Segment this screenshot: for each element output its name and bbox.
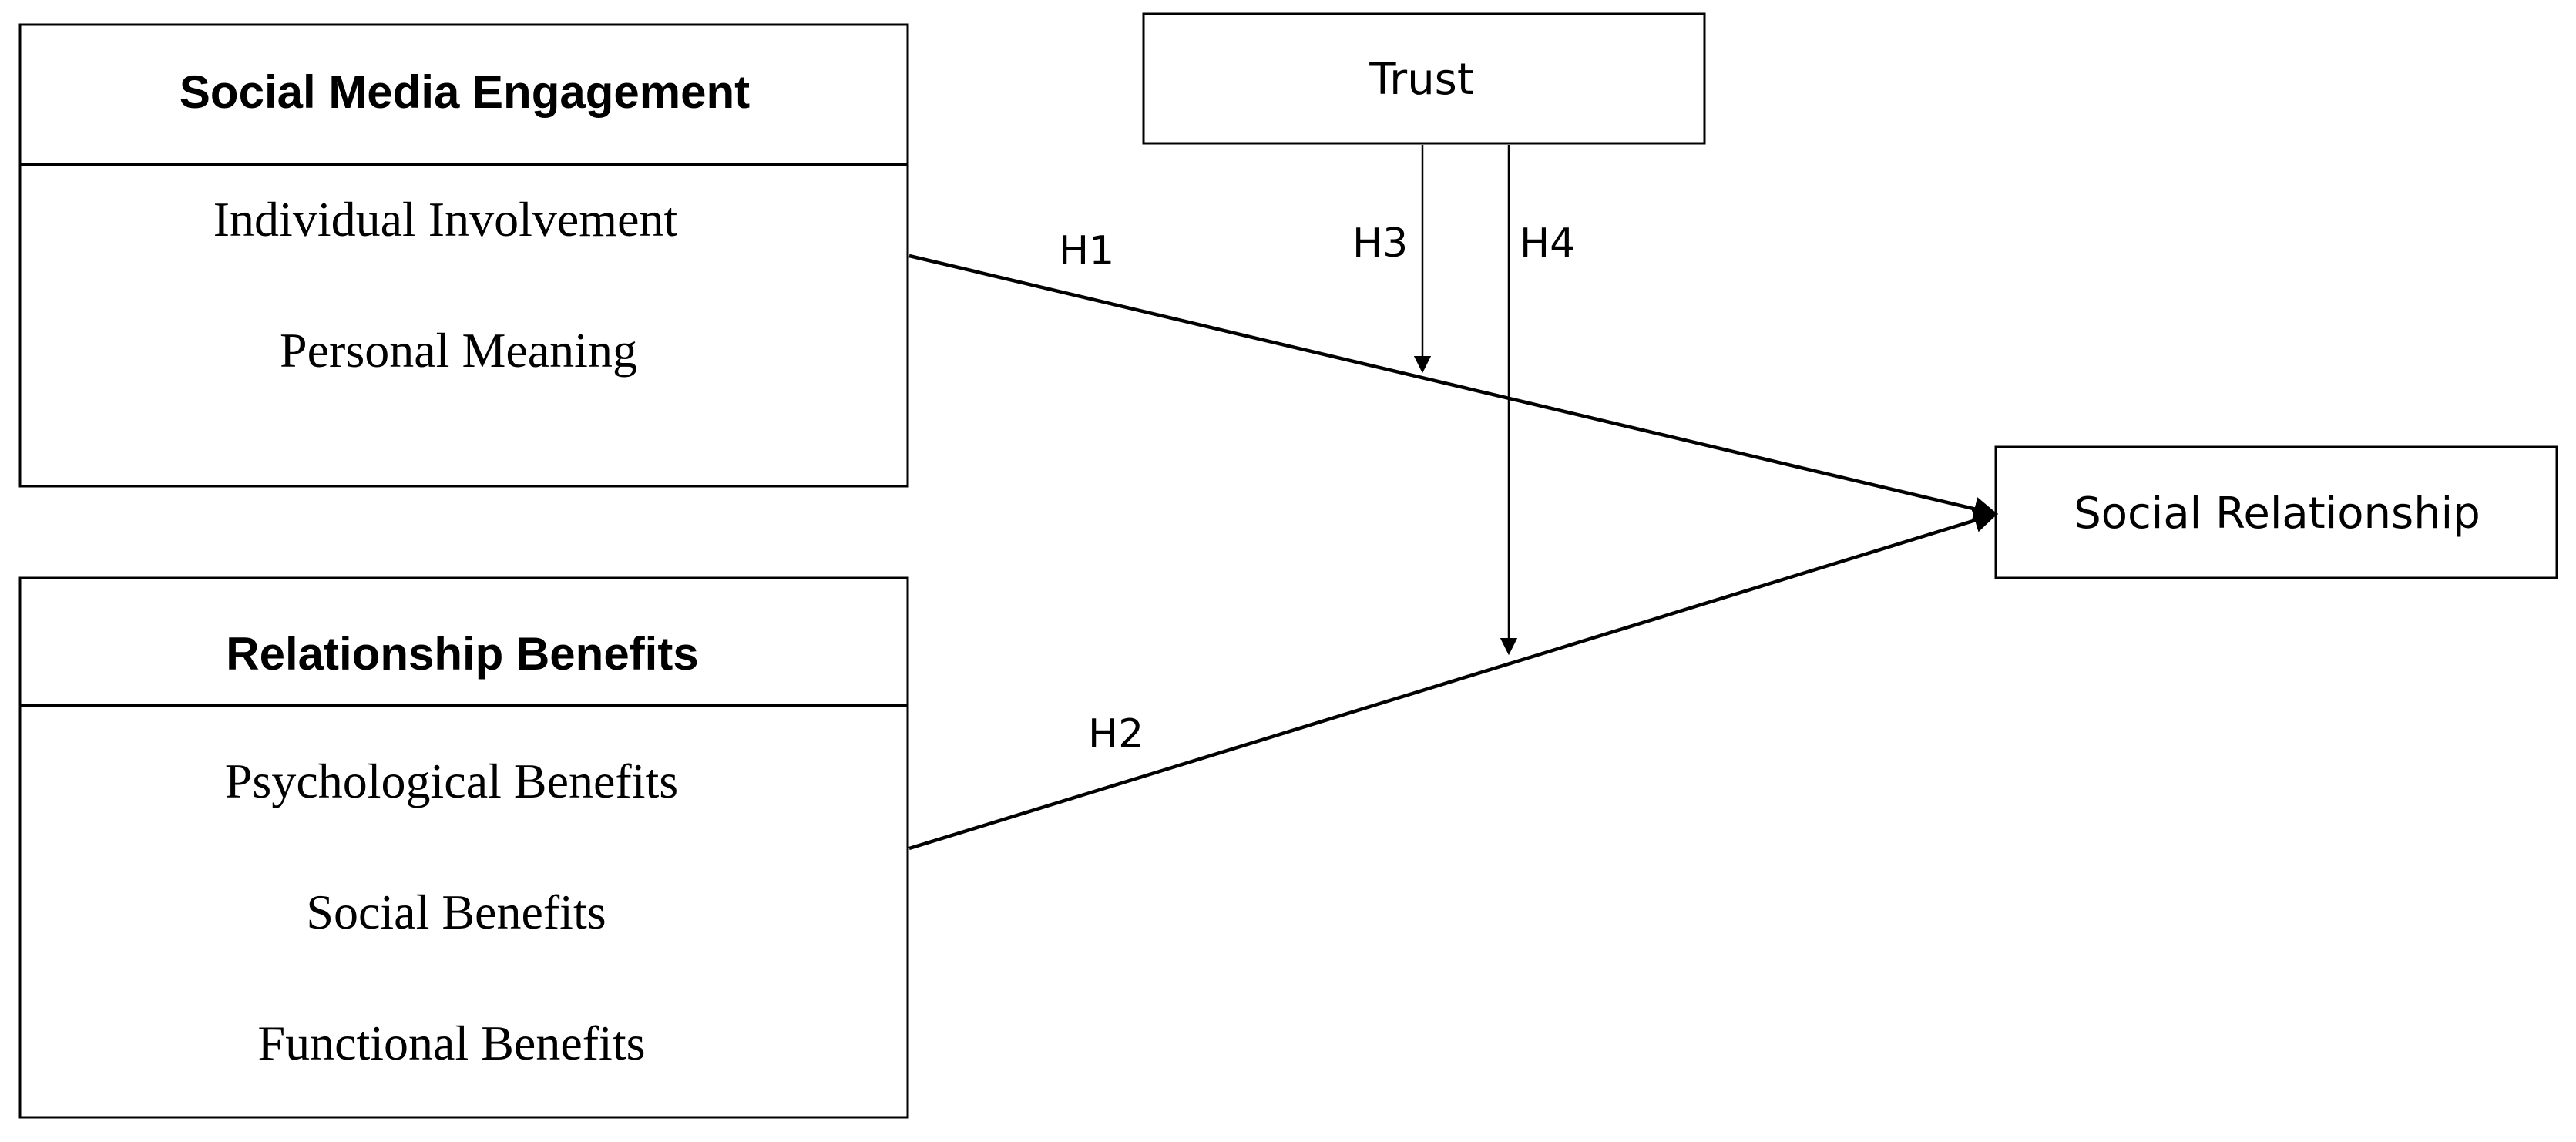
benefits-box xyxy=(18,576,909,1119)
benefits-item-psychological: Psychological Benefits xyxy=(225,754,678,808)
h2-label: H2 xyxy=(1088,711,1144,757)
h1-path-arrow xyxy=(908,254,1999,521)
h4-label: H4 xyxy=(1520,220,1575,267)
relationship-construct: Social Relationship xyxy=(1994,445,2558,579)
engagement-item-personal-meaning: Personal Meaning xyxy=(280,323,637,378)
trust-construct: Trust xyxy=(1142,12,1706,145)
benefits-item-social: Social Benefits xyxy=(306,885,606,939)
h3-label: H3 xyxy=(1352,220,1408,267)
trust-label: Trust xyxy=(1369,55,1474,105)
engagement-item-individual-involvement: Individual Involvement xyxy=(213,192,678,247)
relationship-label: Social Relationship xyxy=(2074,489,2480,539)
h1-label: H1 xyxy=(1059,228,1114,274)
benefits-header: Relationship Benefits xyxy=(226,628,698,680)
benefits-item-functional: Functional Benefits xyxy=(257,1016,645,1070)
engagement-box xyxy=(18,23,909,488)
engagement-header: Social Media Engagement xyxy=(180,66,750,118)
h2-path-arrow xyxy=(908,509,1999,851)
trust-box xyxy=(1142,12,1706,145)
engagement-construct: Social Media Engagement Individual Invol… xyxy=(18,23,909,488)
benefits-construct: Relationship Benefits Psychological Bene… xyxy=(18,576,909,1119)
